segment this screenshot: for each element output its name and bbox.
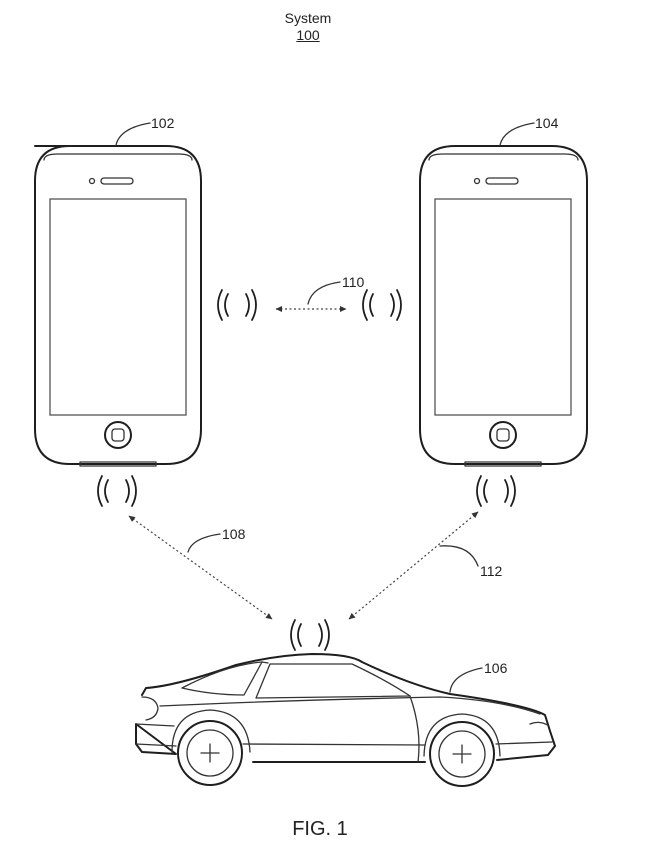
phone-left-port: [79, 461, 157, 467]
phone-right-camera: [473, 177, 481, 185]
phone-left-camera: [88, 177, 96, 185]
label-102: 102: [151, 115, 175, 131]
wireless-signal-icon-right-phone-side: [362, 289, 402, 321]
phone-right-screen: [434, 198, 572, 416]
phone-right-home-inner: [496, 428, 510, 442]
phone-right: [419, 145, 588, 467]
car-door-line: [409, 695, 420, 763]
wireless-signal-icon-right-phone-bottom: [476, 475, 516, 507]
label-112: 112: [480, 563, 503, 579]
phone-right-home-button: [489, 421, 517, 449]
leader-110: [307, 281, 341, 305]
label-108: 108: [222, 526, 246, 542]
phone-left-speaker: [100, 177, 134, 185]
car-wheel-rear: [177, 720, 243, 786]
car-beltline: [159, 696, 541, 715]
car-wheel-front-hub: [452, 744, 472, 764]
title-block: System 100: [0, 10, 616, 44]
label-106: 106: [484, 660, 508, 676]
car-side-window: [255, 663, 411, 699]
car-wheel-rear-hub: [200, 743, 220, 763]
leader-112: [439, 545, 479, 567]
leader-106: [449, 667, 483, 693]
wireless-signal-icon-car: [290, 619, 330, 651]
car-front-bumper: [495, 721, 553, 745]
phone-right-speaker: [485, 177, 519, 185]
car-wheel-front: [429, 721, 495, 787]
label-104: 104: [535, 115, 559, 131]
label-110: 110: [342, 274, 365, 290]
car-wheel-front-rim: [438, 730, 486, 778]
phone-left-home-button: [104, 421, 132, 449]
phone-left-screen: [49, 198, 187, 416]
car-wheel-rear-rim: [186, 729, 234, 777]
phone-left: [34, 145, 202, 467]
car-tail-light: [141, 696, 159, 721]
car-wheel-arch-front: [423, 713, 501, 757]
link-left-car-arrow: [128, 515, 273, 620]
car-wheel-arch-rear: [171, 709, 251, 753]
car-rocker-line: [242, 743, 426, 746]
phone-left-body: [34, 145, 202, 465]
phone-right-inner-edge: [428, 153, 579, 161]
leader-108: [187, 533, 221, 553]
phone-right-port: [464, 461, 542, 467]
figure-caption: FIG. 1: [292, 818, 348, 840]
phone-right-body: [419, 145, 588, 465]
phone-left-inner-edge: [43, 153, 193, 161]
system-number: 100: [296, 27, 320, 43]
car-rear-bumper: [135, 723, 177, 747]
car-window-pillar: [261, 661, 269, 664]
wireless-signal-icon-left-phone-side: [217, 289, 257, 321]
wireless-signal-icon-left-phone-bottom: [97, 475, 137, 507]
leader-102: [115, 122, 151, 146]
car: [135, 653, 556, 787]
leader-104: [499, 122, 535, 146]
phone-left-home-inner: [111, 428, 125, 442]
system-label: System: [284, 10, 332, 26]
link-right-car-arrow: [348, 511, 479, 620]
